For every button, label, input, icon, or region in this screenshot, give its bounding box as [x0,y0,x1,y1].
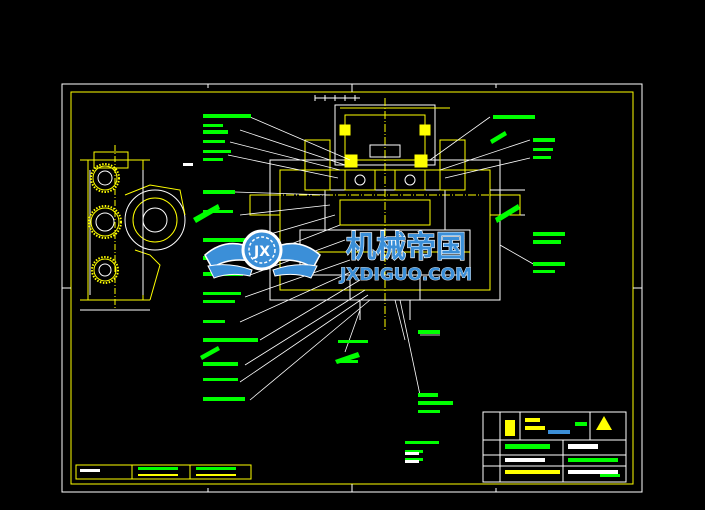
annotation-marks [193,131,520,364]
top-dimension [314,95,450,109]
side-view-gears [88,163,122,284]
watermark: JX 机械帝国 JXDIGUO.COM [204,229,472,285]
side-view [80,145,186,311]
bottom-left-table [75,464,252,480]
watermark-emblem: JX [204,229,321,279]
watermark-chinese: 机械帝国 [346,230,466,265]
title-block [482,411,627,483]
annotation-white [183,163,419,463]
frame-ticks [62,84,642,492]
watermark-latin: JXDIGUO.COM [339,265,472,285]
bearing-details [339,124,431,191]
emblem-letters: JX [253,244,270,260]
